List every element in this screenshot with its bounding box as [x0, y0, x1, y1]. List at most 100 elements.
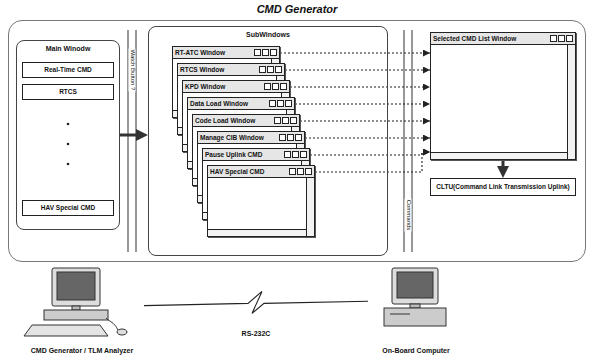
heading: Main Winodw — [17, 41, 119, 52]
button-label: CLTU(Command Link Transmission Uplink) — [436, 183, 570, 191]
window-button — [290, 117, 297, 124]
bus-label: Commands — [405, 199, 412, 232]
title-bar: Pause Uplink CMD — [203, 149, 309, 161]
scroll-bar — [208, 229, 306, 236]
command-arrow — [305, 137, 430, 138]
window-button — [566, 35, 573, 42]
heading: CMD Generator — [9, 3, 585, 15]
title-bar: HAV Special CMD — [208, 166, 314, 178]
title-bar: RT-ATC Window — [173, 47, 279, 59]
mouse-cable — [106, 318, 118, 330]
command-arrow — [285, 69, 430, 70]
window-button — [285, 100, 292, 107]
button-label: HAV Special CMD — [41, 204, 95, 212]
button-label: RTCS — [59, 88, 77, 96]
keyboard — [24, 325, 108, 336]
window-panel: Real-Time CMD RTCS HAV Special CMD Main Win… — [16, 40, 120, 230]
command-arrow — [280, 52, 430, 53]
menu-button: HAV Special CMD — [22, 200, 114, 216]
window-button — [270, 49, 277, 56]
window-button — [254, 49, 261, 56]
screen — [57, 272, 95, 300]
computer: On-Board Computer — [368, 266, 464, 354]
title-bar: Data Load Window — [188, 98, 294, 110]
window-button — [275, 66, 282, 73]
window-button — [277, 100, 284, 107]
command-arrow — [300, 120, 430, 121]
scroll-bar — [431, 152, 567, 159]
serial-link — [144, 291, 368, 313]
window-button — [272, 83, 279, 90]
cpu-case — [384, 308, 446, 326]
window-button — [300, 151, 307, 158]
command-arrow — [295, 103, 430, 104]
window-title: Manage CIB Window — [200, 134, 278, 141]
screen — [397, 272, 433, 298]
ellipsis-dot — [67, 143, 70, 146]
scroll-bar — [306, 178, 314, 236]
bus-bar — [412, 30, 413, 252]
menu-button: CLTU(Command Link Transmission Uplink) — [430, 178, 576, 196]
window-button — [264, 83, 271, 90]
window-button — [289, 168, 296, 175]
cpu-case — [44, 310, 108, 320]
window-title: RTCS Window — [180, 66, 258, 73]
scroll-bar — [567, 45, 575, 159]
title-bar: KPD Window — [183, 81, 289, 93]
title-bar: Code Load Window — [193, 115, 299, 127]
window-button — [284, 151, 291, 158]
heading: SubWindows — [149, 27, 387, 38]
command-arrow — [310, 152, 430, 155]
window-button — [274, 117, 281, 124]
window-button — [287, 134, 294, 141]
window-button — [305, 168, 312, 175]
window-button — [297, 168, 304, 175]
window-button — [267, 66, 274, 73]
command-arrow — [315, 152, 430, 172]
title-bar: Selected CMD List Window — [431, 33, 575, 45]
caption: CMD Generator / TLM Analyzer — [20, 347, 144, 354]
computer: CMD Generator / TLM Analyzer — [20, 266, 144, 354]
window-title: HAV Special CMD — [210, 168, 288, 175]
window-button — [282, 117, 289, 124]
monitor-stand — [72, 306, 80, 310]
mouse — [117, 329, 127, 335]
bus-bar — [136, 30, 137, 252]
window-title: KPD Window — [185, 83, 263, 90]
window-title: Code Load Window — [195, 117, 273, 124]
system-frame: Real-Time CMD RTCS HAV Special CMD Main Win… — [8, 20, 586, 262]
menu-button: Real-Time CMD — [22, 62, 114, 78]
ellipsis-dot — [67, 123, 70, 126]
link-label: RS-232C — [240, 330, 273, 337]
ellipsis-dot — [67, 163, 70, 166]
window-button — [262, 49, 269, 56]
monitor-stand — [410, 304, 420, 308]
window-button — [279, 134, 286, 141]
window-button — [550, 35, 557, 42]
window-title: Pause Uplink CMD — [205, 151, 283, 158]
flow-arrow — [120, 134, 142, 137]
monitor — [392, 268, 438, 304]
window-button — [259, 66, 266, 73]
menu-button: RTCS — [22, 84, 114, 100]
window-button — [292, 151, 299, 158]
monitor — [52, 268, 100, 306]
bus-label: Watch Button ? — [129, 49, 136, 92]
window-button — [295, 134, 302, 141]
window-panel: RT-ATC WindowRTCS WindowKPD WindowData L… — [148, 26, 388, 256]
window-title: RT-ATC Window — [175, 49, 253, 56]
command-arrow — [290, 86, 430, 87]
window-title: Data Load Window — [190, 100, 268, 107]
sub-window: Selected CMD List Window — [430, 32, 576, 160]
title-bar: Manage CIB Window — [198, 132, 304, 144]
window-button — [558, 35, 565, 42]
button-label: Real-Time CMD — [44, 66, 92, 74]
drive-slot — [390, 314, 410, 315]
flow-arrow — [502, 160, 505, 172]
sub-window: HAV Special CMD — [207, 165, 315, 237]
title-bar: RTCS Window — [178, 64, 284, 76]
caption: On-Board Computer — [368, 347, 464, 354]
window-button — [280, 83, 287, 90]
